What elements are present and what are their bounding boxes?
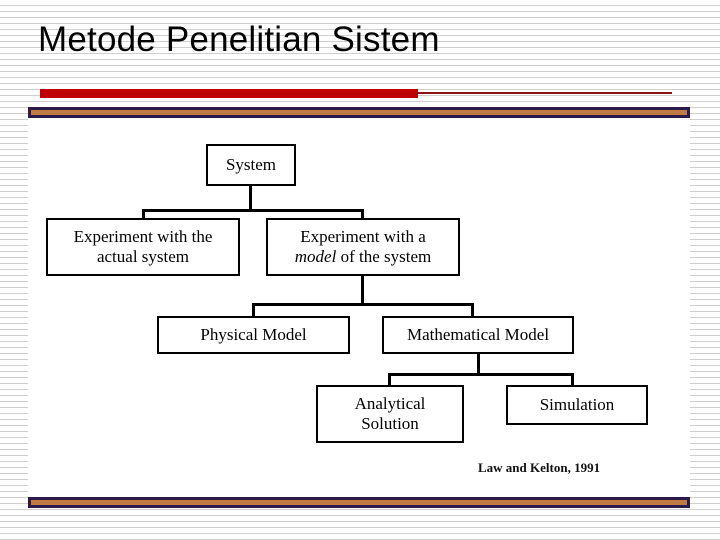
title-rule-thick bbox=[40, 89, 418, 98]
connector-system-left bbox=[142, 209, 145, 221]
flowchart-node-physical-model-label: Physical Model bbox=[200, 325, 307, 344]
panel-top-bar bbox=[28, 107, 690, 118]
panel-top-bar-inner bbox=[31, 110, 687, 115]
flowchart-node-experiment-model-line2: model of the system bbox=[295, 247, 431, 267]
connector-model-left bbox=[252, 303, 255, 319]
connector-system-bus bbox=[142, 209, 364, 212]
connector-math-left bbox=[388, 373, 391, 388]
panel-bottom-bar-inner bbox=[31, 500, 687, 505]
diagram-citation: Law and Kelton, 1991 bbox=[478, 460, 601, 475]
connector-system-down bbox=[249, 186, 252, 212]
flowchart-node-analytical-solution-line2: Solution bbox=[361, 414, 419, 433]
flowchart-node-analytical-solution-line1: Analytical bbox=[354, 394, 426, 413]
connector-system-right bbox=[361, 209, 364, 221]
methodology-flowchart: System Experiment with the actual system… bbox=[28, 118, 690, 497]
connector-model-down bbox=[361, 276, 364, 306]
flowchart-node-physical-model: Physical Model bbox=[157, 316, 350, 354]
flowchart-node-system: System bbox=[206, 144, 296, 186]
connector-math-down bbox=[477, 354, 480, 376]
flowchart-node-simulation-label: Simulation bbox=[539, 395, 615, 414]
panel-bottom-bar bbox=[28, 497, 690, 508]
title-rule-thin bbox=[418, 92, 672, 94]
connector-math-right bbox=[571, 373, 574, 388]
flowchart-node-simulation: Simulation bbox=[506, 385, 648, 425]
flowchart-node-analytical-solution: Analytical Solution bbox=[316, 385, 464, 443]
page-title: Metode Penelitian Sistem bbox=[38, 20, 440, 59]
content-panel: System Experiment with the actual system… bbox=[28, 118, 690, 497]
connector-math-bus bbox=[388, 373, 574, 376]
flowchart-node-experiment-model-line1: Experiment with a bbox=[300, 227, 426, 246]
flowchart-node-mathematical-model: Mathematical Model bbox=[382, 316, 574, 354]
flowchart-node-experiment-model: Experiment with a model of the system bbox=[266, 218, 460, 276]
flowchart-node-system-label: System bbox=[225, 155, 277, 174]
flowchart-node-experiment-actual-line2: actual system bbox=[96, 247, 190, 266]
flowchart-node-experiment-model-emphasis: model bbox=[294, 247, 337, 266]
flowchart-node-experiment-actual-line1: Experiment with the bbox=[73, 227, 213, 246]
flowchart-node-experiment-model-line2-rest: of the system bbox=[336, 247, 432, 266]
flowchart-node-mathematical-model-label: Mathematical Model bbox=[406, 325, 550, 344]
connector-model-bus bbox=[252, 303, 474, 306]
connector-model-right bbox=[471, 303, 474, 319]
flowchart-node-experiment-actual: Experiment with the actual system bbox=[46, 218, 240, 276]
